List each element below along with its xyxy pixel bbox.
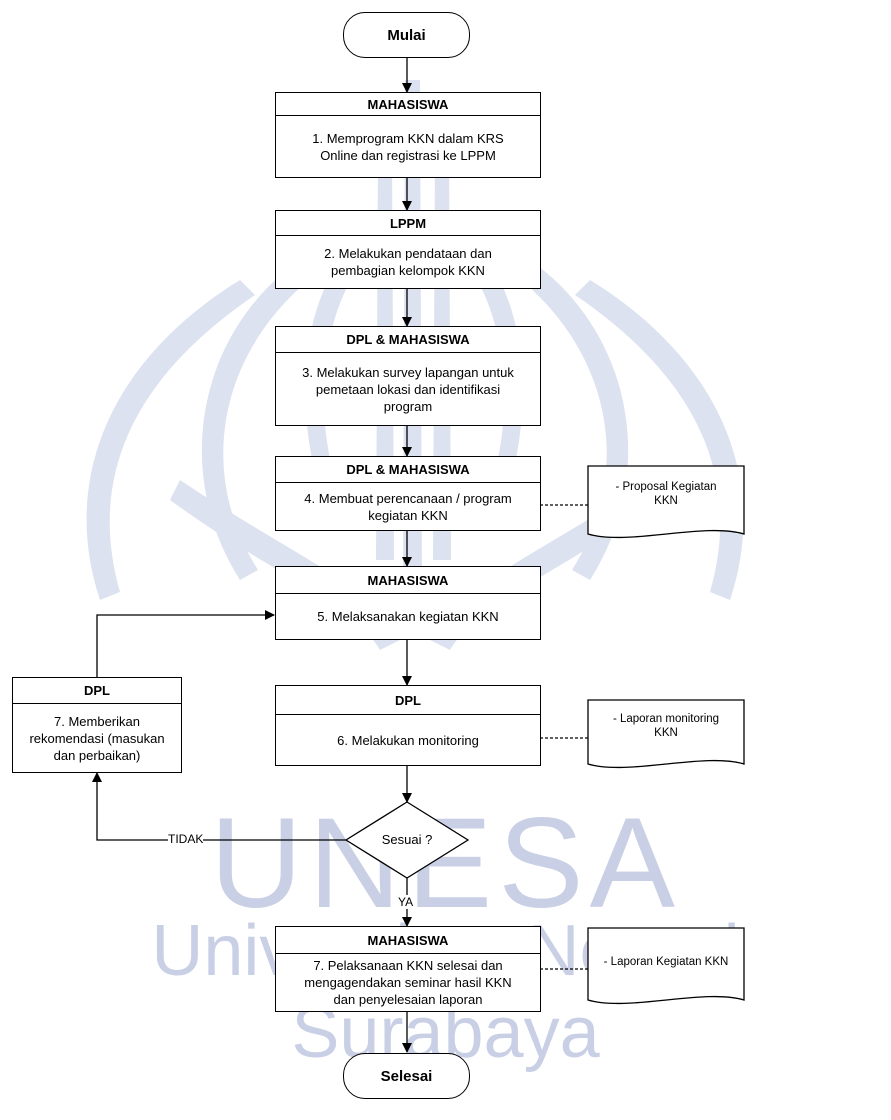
end-terminal: Selesai (343, 1053, 470, 1099)
step-text: 6. Melakukan monitoring (276, 715, 540, 765)
start-terminal: Mulai (343, 12, 470, 58)
step-line: kegiatan KKN (368, 507, 448, 523)
step-2-box: LPPM 2. Melakukan pendataan dan pembagian… (275, 210, 541, 289)
doc-line: KKN (654, 495, 678, 507)
decision-yes-label: YA (398, 895, 414, 909)
step-line: mengagendakan seminar hasil KKN (304, 975, 512, 990)
step-line: pemetaan lokasi dan identifikasi (315, 381, 501, 397)
step-actor: MAHASISWA (276, 93, 540, 116)
step-text: 7. Pelaksanaan KKN selesai dan mengagenda… (276, 954, 540, 1011)
step-line: 3. Melakukan survey lapangan untuk (302, 364, 514, 380)
step-actor: LPPM (276, 211, 540, 236)
step-6-box: DPL 6. Melakukan monitoring (275, 685, 541, 766)
doc-line: - Laporan monitoring (612, 713, 720, 725)
step-line: program (383, 398, 433, 414)
step-3-box: DPL & MAHASISWA 3. Melakukan survey lapa… (275, 326, 541, 426)
step-line: 7. Memberikan (54, 713, 140, 729)
step-actor: MAHASISWA (276, 927, 540, 954)
step-line: dan penyelesaian laporan (333, 992, 483, 1007)
step-line: Online dan registrasi ke LPPM (320, 147, 496, 163)
doc-line: - Laporan Kegiatan KKN (603, 956, 729, 968)
step-line: 7. Pelaksanaan KKN selesai dan (313, 958, 503, 973)
step-line: dan perbaikan) (53, 747, 141, 763)
watermark-unesa: UNESA (210, 792, 681, 935)
document-3 (587, 927, 745, 1005)
step-line: 6. Melakukan monitoring (337, 732, 479, 748)
step-line: rekomendasi (masukan (29, 730, 165, 746)
step-line: 1. Memprogram KKN dalam KRS (312, 130, 504, 146)
step-text: 5. Melaksanakan kegiatan KKN (276, 594, 540, 639)
document-2 (587, 699, 745, 769)
document-1 (587, 465, 745, 539)
arrow-decision-no (92, 772, 346, 841)
step-actor: DPL & MAHASISWA (276, 327, 540, 353)
step-actor: DPL & MAHASISWA (276, 457, 540, 483)
doc-line: - Proposal Kegiatan (615, 481, 717, 493)
doc-line: KKN (654, 727, 678, 739)
decision-no-label: TIDAK (168, 832, 204, 846)
step-text: 2. Melakukan pendataan dan pembagian kelo… (276, 236, 540, 288)
step-5-box: MAHASISWA 5. Melaksanakan kegiatan KKN (275, 566, 541, 640)
document-3-text: - Laporan Kegiatan KKN (588, 955, 744, 969)
step-actor: DPL (276, 686, 540, 715)
step-final-box: MAHASISWA 7. Pelaksanaan KKN selesai dan… (275, 926, 541, 1012)
arrow-feedback-to-step5 (96, 610, 275, 677)
decision-text: Sesuai ? (381, 832, 433, 847)
step-line: 4. Membuat perencanaan / program (304, 490, 512, 506)
step-line: pembagian kelompok KKN (331, 263, 485, 278)
step-actor: DPL (13, 678, 181, 704)
step-actor: MAHASISWA (276, 567, 540, 594)
decision-diamond (344, 801, 470, 879)
step-line: 2. Melakukan pendataan dan (324, 246, 492, 261)
step-4-box: DPL & MAHASISWA 4. Membuat perencanaan /… (275, 456, 541, 531)
step-line: 5. Melaksanakan kegiatan KKN (317, 609, 499, 624)
